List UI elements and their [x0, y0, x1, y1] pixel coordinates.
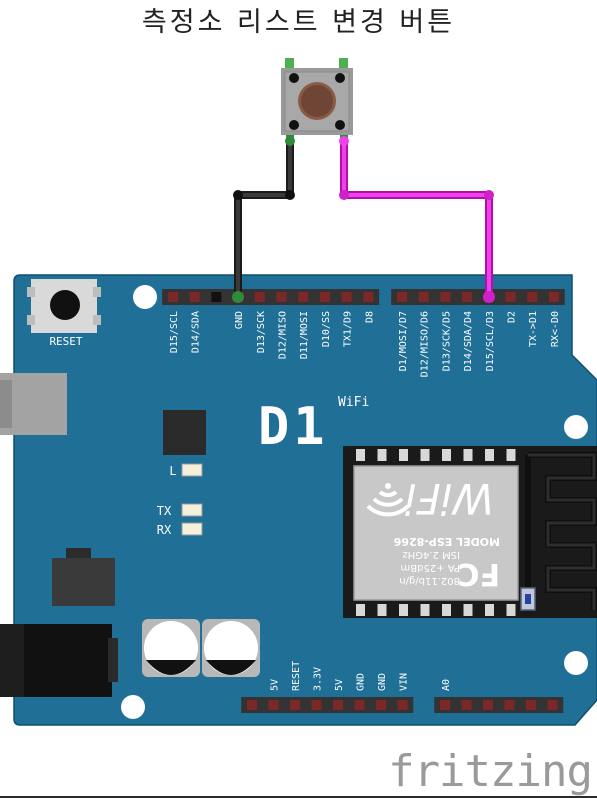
led-rx: RX: [157, 522, 203, 537]
header-pin: [526, 700, 536, 710]
header-pin: [341, 292, 352, 302]
module-power: PA +25dBm: [401, 562, 460, 573]
wifi-icon: [366, 483, 410, 517]
led-label: RX: [157, 523, 172, 537]
header-pin: [461, 700, 472, 710]
led-label: L: [169, 464, 176, 478]
led-label: TX: [157, 504, 172, 518]
pin-label: D15/SCL/D3: [485, 311, 496, 371]
header-pin: [298, 292, 309, 302]
header-pin: [548, 292, 559, 302]
pin-label: GND: [377, 673, 388, 691]
wire-gnd: [232, 136, 295, 303]
header-bottom-right: A0: [434, 679, 564, 713]
header-pin: [397, 700, 408, 710]
pin-label: D15/SCL: [169, 311, 180, 353]
pin-label: A0: [441, 679, 452, 691]
pin-label: GND: [234, 311, 245, 329]
mount-hole: [564, 415, 588, 439]
fritzing-watermark: fritzing: [388, 746, 592, 797]
pin-label: RX<-D0: [550, 311, 561, 347]
header-pin: [290, 700, 300, 710]
pin-label: 3.3V: [313, 667, 324, 691]
module-model: MODEL ESP-8266: [393, 535, 500, 548]
header-pin: [354, 700, 365, 710]
module-band: ISM 2.4GHz: [402, 549, 460, 560]
header-pin: [247, 700, 257, 710]
esp8266-module: FC MODEL ESP-8266 ISM 2.4GHz PA +25dBm 8…: [343, 446, 597, 618]
usb-connector: [0, 373, 67, 435]
pin-label: D12/MISO: [278, 311, 289, 359]
pin-label: D10/SS: [321, 311, 332, 347]
header-pin: [276, 292, 287, 302]
reset-label: RESET: [49, 335, 82, 348]
pin-label: VIN: [399, 673, 410, 691]
mount-hole: [564, 651, 588, 675]
header-pin: [333, 700, 343, 710]
pin-label: TX->D1: [528, 311, 539, 347]
pin-label: D11/MOSI: [299, 311, 310, 359]
header-pin: [397, 292, 407, 302]
capacitor: [142, 619, 200, 677]
mount-hole: [133, 285, 157, 309]
header-pin: [483, 700, 493, 710]
pin-label: RESET: [291, 661, 302, 691]
voltage-regulator: [52, 548, 115, 606]
pin-label: D8: [364, 311, 375, 323]
header-bottom-left: 5V RESET 3.3V 5V GND GND VIN: [241, 661, 414, 713]
header-pin: [462, 292, 473, 302]
pin-label: TX1/D9: [343, 311, 354, 347]
pin-label: D1/MOSI/D7: [398, 311, 409, 371]
header-pin: [168, 292, 178, 302]
header-pin: [440, 700, 450, 710]
wire-signal-d3: [339, 136, 495, 303]
board-brand: D1: [258, 397, 329, 457]
header-pin: [319, 292, 330, 302]
push-button[interactable]: [281, 58, 353, 144]
header-pin: [547, 700, 558, 710]
header-pin: [504, 700, 515, 710]
header-top-right: D1/MOSI/D7 D12/MISO/D6 D13/SCK/D5 D14/SDA/D…: [391, 289, 565, 377]
header-pin: [363, 292, 374, 302]
pin-label: 5V: [270, 679, 281, 691]
module-shield: [353, 465, 519, 601]
board-brand-sub: WiFi: [338, 395, 369, 410]
pin-label: D12/MISO/D6: [420, 311, 431, 377]
led-l: L: [169, 463, 203, 478]
bottom-rule: [0, 796, 597, 798]
module-protocol: 802.11b/g/n: [399, 575, 460, 586]
module-wifi-text: WiFi: [405, 474, 494, 523]
power-jack: [0, 624, 118, 697]
reset-button[interactable]: [27, 279, 101, 333]
pin-label: 5V: [334, 679, 345, 691]
header-pin: [311, 700, 322, 710]
pin-label: D13/SCK: [256, 311, 267, 353]
pin-label: D2: [507, 311, 518, 323]
header-pin: [505, 292, 516, 302]
header-pin: [527, 292, 538, 302]
header-pin: [418, 292, 429, 302]
pin-label: D14/SDA/D4: [463, 311, 474, 371]
capacitor: [202, 619, 260, 677]
ic-chip: [163, 410, 206, 455]
led-tx: TX: [157, 503, 203, 518]
header-pin: [189, 292, 200, 302]
pin-label: D14/SDA: [191, 311, 202, 353]
header-pin: [268, 700, 279, 710]
mount-hole: [121, 695, 145, 719]
header-pin: [254, 292, 265, 302]
header-pin: [440, 292, 451, 302]
module-fcc-logo: FC: [457, 556, 500, 591]
pin-label: GND: [356, 673, 367, 691]
diagram-title: 측정소 리스트 변경 버튼: [141, 7, 456, 38]
pin-label: D13/SCK/D5: [441, 311, 452, 371]
header-pin: [211, 292, 222, 302]
header-pin: [376, 700, 386, 710]
